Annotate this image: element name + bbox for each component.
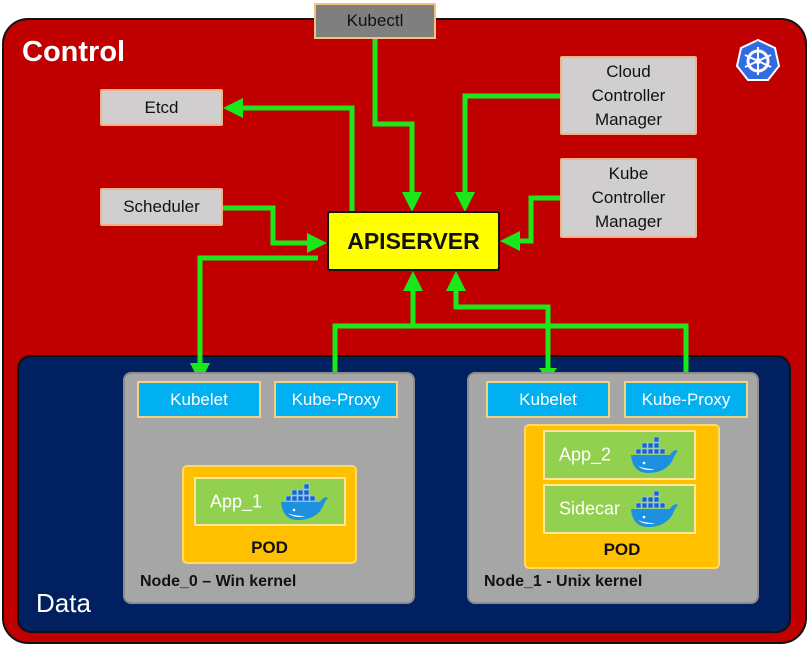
kube-controller-manager-box[interactable]: Kube Controller Manager <box>560 158 697 238</box>
pod-label: POD <box>251 538 288 557</box>
arrow-apiserver-to-kubelet0 <box>190 255 318 383</box>
ccm-line-3: Manager <box>594 109 663 129</box>
kcm-line-1: Kube <box>608 164 649 183</box>
arrow-ccm-to-apiserver <box>455 93 560 212</box>
pod-label: POD <box>603 540 641 559</box>
control-plane-title: Control <box>22 36 126 68</box>
kcm-line-2: Controller <box>591 188 666 207</box>
arrow-apiserver-to-kubelet1 <box>446 271 551 374</box>
container-sidecar[interactable]: Sidecar <box>543 484 696 534</box>
container-name: App_1 <box>210 491 263 511</box>
node-label: Node_1 - Unix kernel <box>484 573 643 590</box>
ccm-line-1: Cloud <box>606 61 651 81</box>
scheduler-box[interactable]: Scheduler <box>100 188 223 226</box>
docker-whale-icon <box>631 436 678 473</box>
kcm-line-3: Manager <box>594 212 663 231</box>
node-0-kubelet[interactable]: Kubelet <box>137 381 261 418</box>
node-label: Node_0 – Win kernel <box>140 573 297 590</box>
apiserver-box[interactable]: APISERVER <box>327 211 500 271</box>
arrow-apiserver-to-etcd <box>223 98 355 211</box>
arrow-kubectl-to-apiserver <box>372 39 422 212</box>
container-name: App_2 <box>559 444 612 465</box>
docker-whale-icon <box>281 483 328 520</box>
container-app-1[interactable]: App_1 <box>194 477 346 526</box>
arrow-proxies-to-apiserver <box>332 323 689 381</box>
docker-whale-icon <box>631 490 678 527</box>
node-1-kubelet[interactable]: Kubelet <box>486 381 610 418</box>
arrow-kcm-to-apiserver <box>500 195 560 251</box>
node-0-kube-proxy[interactable]: Kube-Proxy <box>274 381 398 418</box>
container-app-2[interactable]: App_2 <box>543 430 696 480</box>
ccm-line-2: Controller <box>591 85 666 105</box>
kubectl-box[interactable]: Kubectl <box>314 3 436 39</box>
arrow-scheduler-to-apiserver <box>223 205 327 253</box>
container-name: Sidecar <box>559 498 621 519</box>
kubernetes-helm-icon <box>735 38 781 87</box>
node-1-kube-proxy[interactable]: Kube-Proxy <box>624 381 748 418</box>
data-plane-title: Data <box>36 588 91 618</box>
cloud-controller-manager-box[interactable]: Cloud Controller Manager <box>560 56 697 135</box>
etcd-box[interactable]: Etcd <box>100 89 223 126</box>
